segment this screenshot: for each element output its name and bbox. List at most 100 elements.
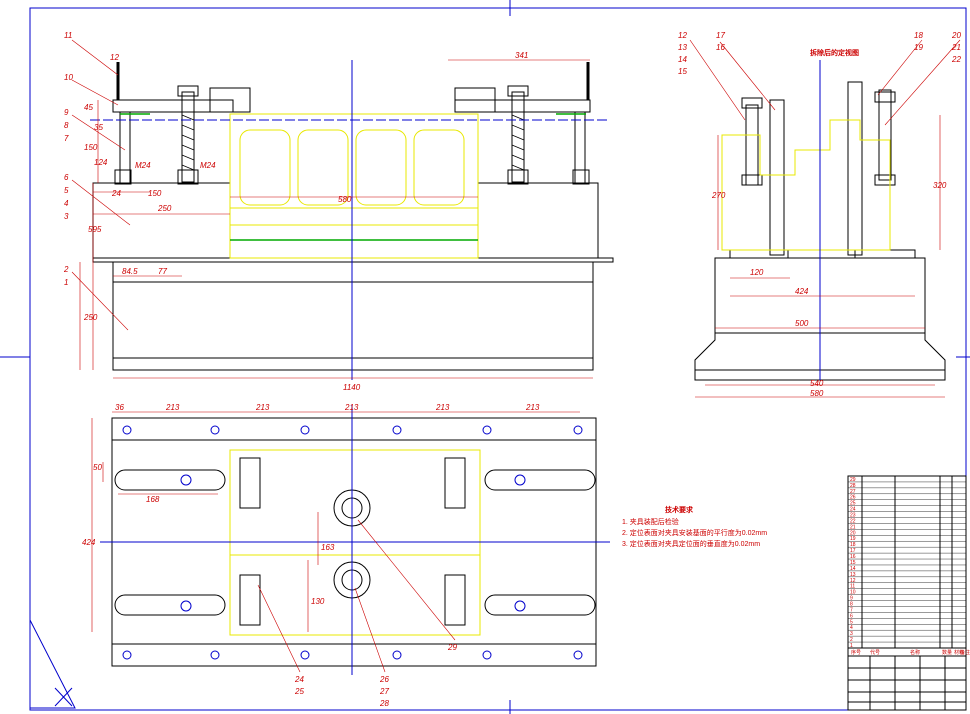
bom-rows: 2928272625242322212019181716151413121110…	[848, 477, 966, 649]
bom-header-code: 代号	[870, 649, 880, 656]
bom-row-number: 20	[850, 530, 856, 536]
bom-row-number: 3	[850, 631, 853, 637]
dim-150a: 150	[84, 143, 98, 152]
balloon-t24: 24	[294, 675, 304, 684]
bom-header-note: 备注	[960, 649, 970, 656]
bom-row-number: 15	[850, 560, 856, 566]
bom-row-number: 5	[850, 619, 853, 625]
balloon-t29: 29	[447, 643, 457, 652]
bom-row-number: 26	[850, 495, 856, 501]
balloon-s12: 12	[678, 31, 687, 40]
balloon-5: 5	[64, 186, 69, 195]
bom-row-number: 23	[850, 513, 856, 519]
balloon-s14: 14	[678, 55, 687, 64]
balloon-s20: 20	[951, 31, 961, 40]
technical-requirements: 技术要求 1. 夹具装配后检验 2. 定位表面对夹具安装基面的平行度为0.02m…	[622, 505, 767, 548]
balloon-12: 12	[110, 53, 119, 62]
balloon-1: 1	[64, 278, 68, 287]
workpiece-block	[229, 113, 479, 259]
balloon-t26: 26	[379, 675, 389, 684]
dim-213-c: 213	[344, 403, 359, 412]
dim-168: 168	[146, 495, 160, 504]
dim-580: 580	[338, 195, 352, 204]
bom-row-number: 21	[850, 524, 856, 530]
bom-row-number: 17	[850, 548, 856, 554]
balloon-t25: 25	[294, 687, 304, 696]
bom-row-number: 29	[850, 477, 856, 483]
balloon-s15: 15	[678, 67, 687, 76]
balloon-t28: 28	[379, 699, 389, 708]
tech-req-item-3: 3. 定位表面对夹具定位面的垂直度为0.02mm	[622, 539, 760, 548]
bom-row-number: 22	[850, 518, 856, 524]
projection-symbol	[29, 619, 76, 709]
bom-row-number: 2	[850, 637, 853, 643]
dim-580-side: 580	[810, 389, 824, 398]
balloon-s17: 17	[716, 31, 725, 40]
dim-320: 320	[933, 181, 947, 190]
bom-row-number: 16	[850, 554, 856, 560]
bom-row-number: 4	[850, 625, 853, 631]
dim-24: 24	[111, 189, 121, 198]
dim-500: 500	[795, 319, 809, 328]
dim-213-e: 213	[525, 403, 540, 412]
tech-req-item-1: 1. 夹具装配后检验	[622, 517, 679, 526]
bom-row-number: 10	[850, 590, 856, 596]
bom-row-number: 28	[850, 483, 856, 489]
balloon-9: 9	[64, 108, 69, 117]
dim-124: 124	[94, 158, 108, 167]
dim-120: 120	[750, 268, 764, 277]
balloon-s13: 13	[678, 43, 687, 52]
dim-1140: 1140	[343, 383, 361, 392]
top-view-labels: 36 213 213 213 213 213 50 168 424 163 13…	[82, 403, 540, 708]
bom-row-number: 11	[850, 584, 855, 590]
dim-213-b: 213	[255, 403, 270, 412]
tech-req-item-2: 2. 定位表面对夹具安装基面的平行度为0.02mm	[622, 528, 767, 537]
dim-270: 270	[711, 191, 726, 200]
dim-341: 341	[515, 51, 528, 60]
bom-row-number: 13	[850, 572, 856, 578]
bom-header-name: 名称	[910, 649, 920, 656]
bom-row-number: 25	[850, 501, 856, 507]
bom-header-qty: 数量	[942, 649, 952, 656]
bom-table: 2928272625242322212019181716151413121110…	[847, 475, 970, 711]
balloon-8: 8	[64, 121, 69, 130]
dim-50: 50	[93, 463, 102, 472]
bom-row-number: 6	[850, 613, 853, 619]
bom-row-number: 12	[850, 578, 856, 584]
bom-row-number: 8	[850, 601, 853, 607]
side-view-labels: 拆除后的定视图 270 320 120 424 500 540 580 12 1…	[678, 31, 961, 398]
dim-595: 595	[88, 225, 102, 234]
dim-250b: 250	[83, 313, 98, 322]
balloon-7: 7	[64, 134, 69, 143]
thread-m24-a: M24	[135, 161, 151, 170]
balloon-3: 3	[64, 212, 69, 221]
balloon-t27: 27	[379, 687, 389, 696]
balloon-11: 11	[64, 31, 72, 40]
bom-row-number: 24	[850, 507, 856, 513]
side-view	[689, 39, 961, 398]
thread-m24-b: M24	[200, 161, 216, 170]
bom-row-number: 18	[850, 542, 856, 548]
dim-540: 540	[810, 379, 824, 388]
front-view-labels: 341 45 35 150 124 150 24 250 595 84.5 77…	[63, 31, 528, 392]
dim-77: 77	[158, 267, 167, 276]
dim-424: 424	[795, 287, 809, 296]
dim-213-d: 213	[435, 403, 450, 412]
balloon-s16: 16	[716, 43, 725, 52]
dim-150b: 150	[148, 189, 162, 198]
bom-row-number: 19	[850, 536, 856, 542]
balloon-s18: 18	[914, 31, 923, 40]
bom-row-number: 27	[850, 489, 856, 495]
bom-row-number: 9	[850, 596, 853, 602]
bom-header-no: 序号	[851, 649, 861, 656]
front-view	[71, 39, 614, 380]
balloon-6: 6	[64, 173, 69, 182]
top-view	[91, 405, 610, 675]
dim-163: 163	[321, 543, 335, 552]
bom-row-number: 14	[850, 566, 856, 572]
balloon-s22: 22	[951, 55, 961, 64]
dim-36: 36	[115, 403, 124, 412]
dim-250a: 250	[157, 204, 172, 213]
bom-row-number: 1	[850, 643, 853, 649]
